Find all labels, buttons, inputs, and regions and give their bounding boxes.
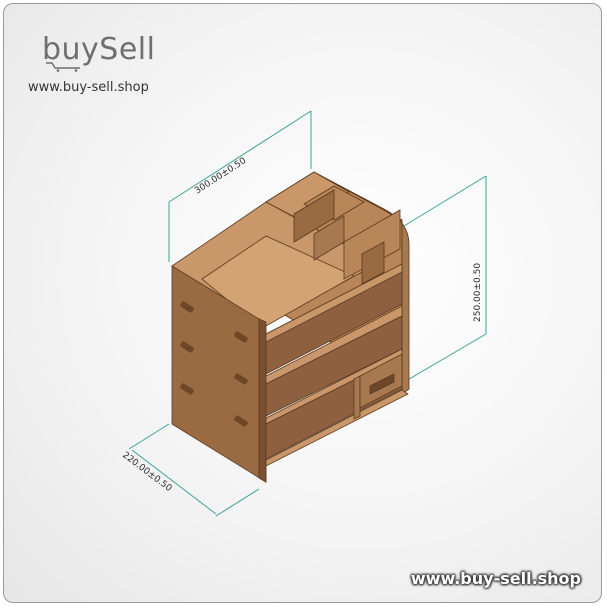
dimension-width-label: 300.00±0.50	[193, 156, 248, 197]
organizer-drawing: 300.00±0.50 250.00±0.50 220.00±0.50	[120, 110, 487, 517]
dimension-depth-label: 220.00±0.50	[120, 450, 173, 494]
buysell-logo: buySell	[42, 32, 162, 72]
logo-text: buySell	[42, 32, 156, 67]
image-frame: buySell www.buy-sell.shop	[3, 3, 602, 603]
cart-icon	[46, 62, 80, 72]
dimension-lines	[128, 110, 487, 517]
site-url-top: www.buy-sell.shop	[28, 80, 149, 95]
organizer-body	[171, 171, 410, 483]
site-url-bottom: www.buy-sell.shop	[410, 569, 581, 588]
dimension-height-label: 250.00±0.50	[473, 263, 483, 322]
